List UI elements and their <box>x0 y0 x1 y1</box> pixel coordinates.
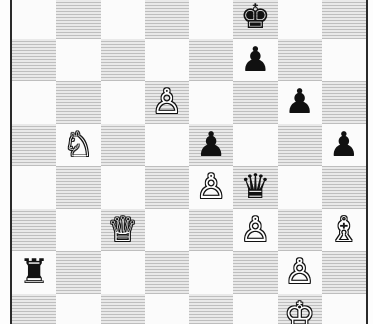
square-f1 <box>233 294 277 324</box>
square-d5 <box>145 124 189 167</box>
square-b2 <box>56 251 100 294</box>
white-pawn-piece: ♙ <box>284 255 314 289</box>
white-knight-piece: ♘ <box>63 128 93 162</box>
square-b3 <box>56 209 100 252</box>
square-a3 <box>12 209 56 252</box>
square-c3: ♕ <box>101 209 145 252</box>
square-h8 <box>322 0 366 39</box>
square-b4 <box>56 166 100 209</box>
square-d3 <box>145 209 189 252</box>
square-a5 <box>12 124 56 167</box>
square-d1 <box>145 294 189 324</box>
square-g2: ♙ <box>278 251 322 294</box>
square-a6 <box>12 81 56 124</box>
square-f5 <box>233 124 277 167</box>
square-d2 <box>145 251 189 294</box>
square-c2 <box>101 251 145 294</box>
square-a1 <box>12 294 56 324</box>
square-d4 <box>145 166 189 209</box>
square-e2 <box>189 251 233 294</box>
square-e6 <box>189 81 233 124</box>
square-a2: ♜ <box>12 251 56 294</box>
square-g8 <box>278 0 322 39</box>
square-e7 <box>189 39 233 82</box>
square-h7 <box>322 39 366 82</box>
square-f4: ♛ <box>233 166 277 209</box>
square-e1 <box>189 294 233 324</box>
square-g3 <box>278 209 322 252</box>
square-c7 <box>101 39 145 82</box>
black-king-piece: ♚ <box>240 0 270 34</box>
white-pawn-piece: ♙ <box>196 170 226 204</box>
square-e4: ♙ <box>189 166 233 209</box>
square-h3: ♗ <box>322 209 366 252</box>
square-f8: ♚ <box>233 0 277 39</box>
square-c8 <box>101 0 145 39</box>
square-d7 <box>145 39 189 82</box>
chessboard: ♚ ♟ ♙ ♟ ♘ ♟ ♟ ♙ ♛ ♕ ♙ ♗ ♜ ♙ ♔ <box>12 0 366 324</box>
square-e8 <box>189 0 233 39</box>
square-c6 <box>101 81 145 124</box>
square-c5 <box>101 124 145 167</box>
white-queen-piece: ♕ <box>107 213 137 247</box>
square-e3 <box>189 209 233 252</box>
square-b5: ♘ <box>56 124 100 167</box>
black-rook-piece: ♜ <box>19 255 49 289</box>
square-g4 <box>278 166 322 209</box>
square-g5 <box>278 124 322 167</box>
square-f2 <box>233 251 277 294</box>
square-b6 <box>56 81 100 124</box>
square-f3: ♙ <box>233 209 277 252</box>
square-h6 <box>322 81 366 124</box>
square-a4 <box>12 166 56 209</box>
square-a8 <box>12 0 56 39</box>
square-b8 <box>56 0 100 39</box>
white-pawn-piece: ♙ <box>240 213 270 247</box>
square-h5: ♟ <box>322 124 366 167</box>
white-king-piece: ♔ <box>284 298 314 324</box>
square-e5: ♟ <box>189 124 233 167</box>
board-frame: ♚ ♟ ♙ ♟ ♘ ♟ ♟ ♙ ♛ ♕ ♙ ♗ ♜ ♙ ♔ <box>10 0 368 324</box>
square-a7 <box>12 39 56 82</box>
square-f6 <box>233 81 277 124</box>
square-b7 <box>56 39 100 82</box>
square-c1 <box>101 294 145 324</box>
black-pawn-piece: ♟ <box>329 128 359 162</box>
black-queen-piece: ♛ <box>240 170 270 204</box>
square-g7 <box>278 39 322 82</box>
white-bishop-piece: ♗ <box>329 213 359 247</box>
square-d8 <box>145 0 189 39</box>
square-d6: ♙ <box>145 81 189 124</box>
white-pawn-piece: ♙ <box>152 85 182 119</box>
square-h1 <box>322 294 366 324</box>
black-pawn-piece: ♟ <box>196 128 226 162</box>
square-f7: ♟ <box>233 39 277 82</box>
square-h4 <box>322 166 366 209</box>
square-g1: ♔ <box>278 294 322 324</box>
black-pawn-piece: ♟ <box>284 85 314 119</box>
square-h2 <box>322 251 366 294</box>
square-c4 <box>101 166 145 209</box>
black-pawn-piece: ♟ <box>240 43 270 77</box>
square-g6: ♟ <box>278 81 322 124</box>
square-b1 <box>56 294 100 324</box>
